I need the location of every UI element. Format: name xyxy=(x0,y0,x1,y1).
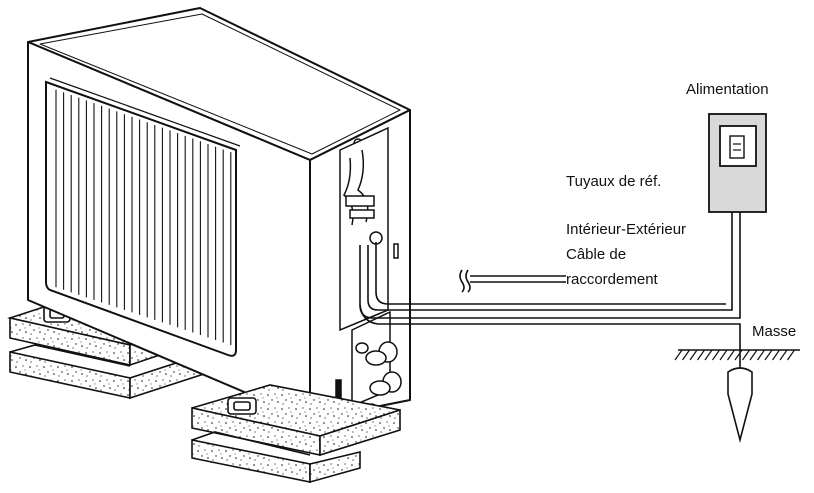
power-supply-box xyxy=(708,113,767,213)
ground-symbol xyxy=(674,349,800,444)
ground-hatch-line xyxy=(704,349,713,361)
ground-hatch-line xyxy=(689,349,698,361)
ground-hatch-line xyxy=(674,349,683,361)
ground-hatch-line xyxy=(712,349,720,361)
ground-hatch-line xyxy=(787,349,795,361)
ground-hatch-line xyxy=(682,349,690,361)
ground-hatch-line xyxy=(757,349,765,361)
ground-hatch-line xyxy=(772,349,780,361)
ground-hatch-line xyxy=(742,349,750,361)
ground-hatch-line xyxy=(764,349,773,361)
ground-hatch-line xyxy=(719,349,728,361)
support-block-right xyxy=(191,384,401,484)
ground-hatch-line xyxy=(697,349,705,361)
ground-label: Masse xyxy=(752,323,797,340)
ground-hatch-line xyxy=(779,349,788,361)
ground-hatch-line xyxy=(734,349,743,361)
cable-label-line3: raccordement xyxy=(566,271,658,288)
cable-label-line2: Câble de xyxy=(566,246,627,263)
ref-pipes-label: Tuyaux de réf. xyxy=(566,173,662,190)
power-supply-label: Alimentation xyxy=(686,81,769,98)
ground-hatch-line xyxy=(749,349,758,361)
cable-label-line1: Intérieur-Extérieur xyxy=(566,221,687,238)
ground-hatch-line xyxy=(727,349,735,361)
connection-pipes xyxy=(359,212,741,350)
fan-grille xyxy=(45,77,241,357)
